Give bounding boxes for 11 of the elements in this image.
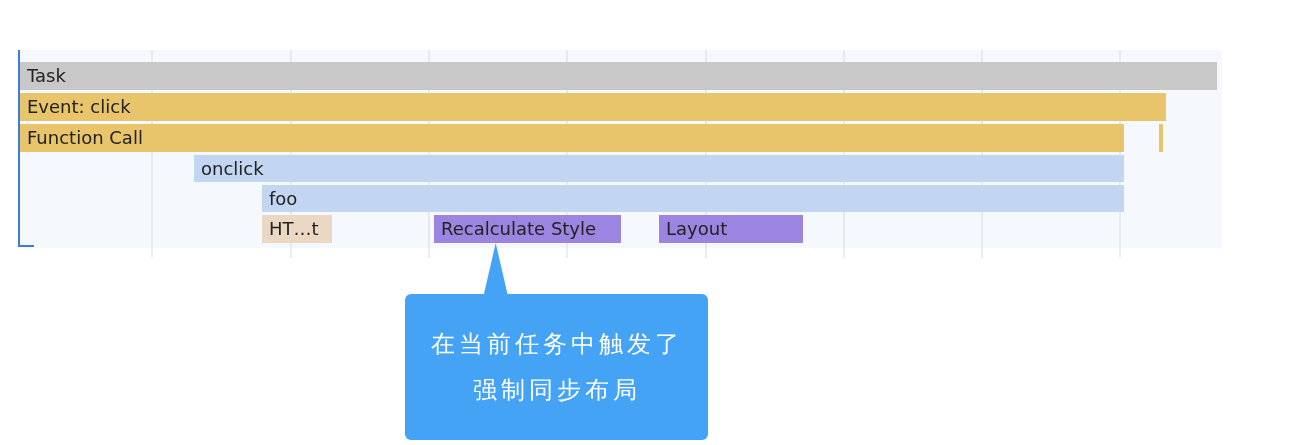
style-bar: Recalculate Style — [434, 215, 621, 243]
task-bar: Task — [20, 62, 1217, 90]
function-call-bar: Function Call — [20, 124, 1124, 152]
callout-pointer — [483, 243, 508, 295]
call-bar: foo — [262, 185, 1124, 212]
layout-bar: Layout — [659, 215, 803, 243]
event-bar — [1159, 124, 1163, 152]
event-bar: Event: click — [20, 93, 1166, 121]
callout-bubble: 在当前任务中触发了强制同步布局 — [405, 294, 708, 440]
call-bar: onclick — [194, 155, 1124, 182]
parse-bar: HT…t — [262, 215, 332, 243]
